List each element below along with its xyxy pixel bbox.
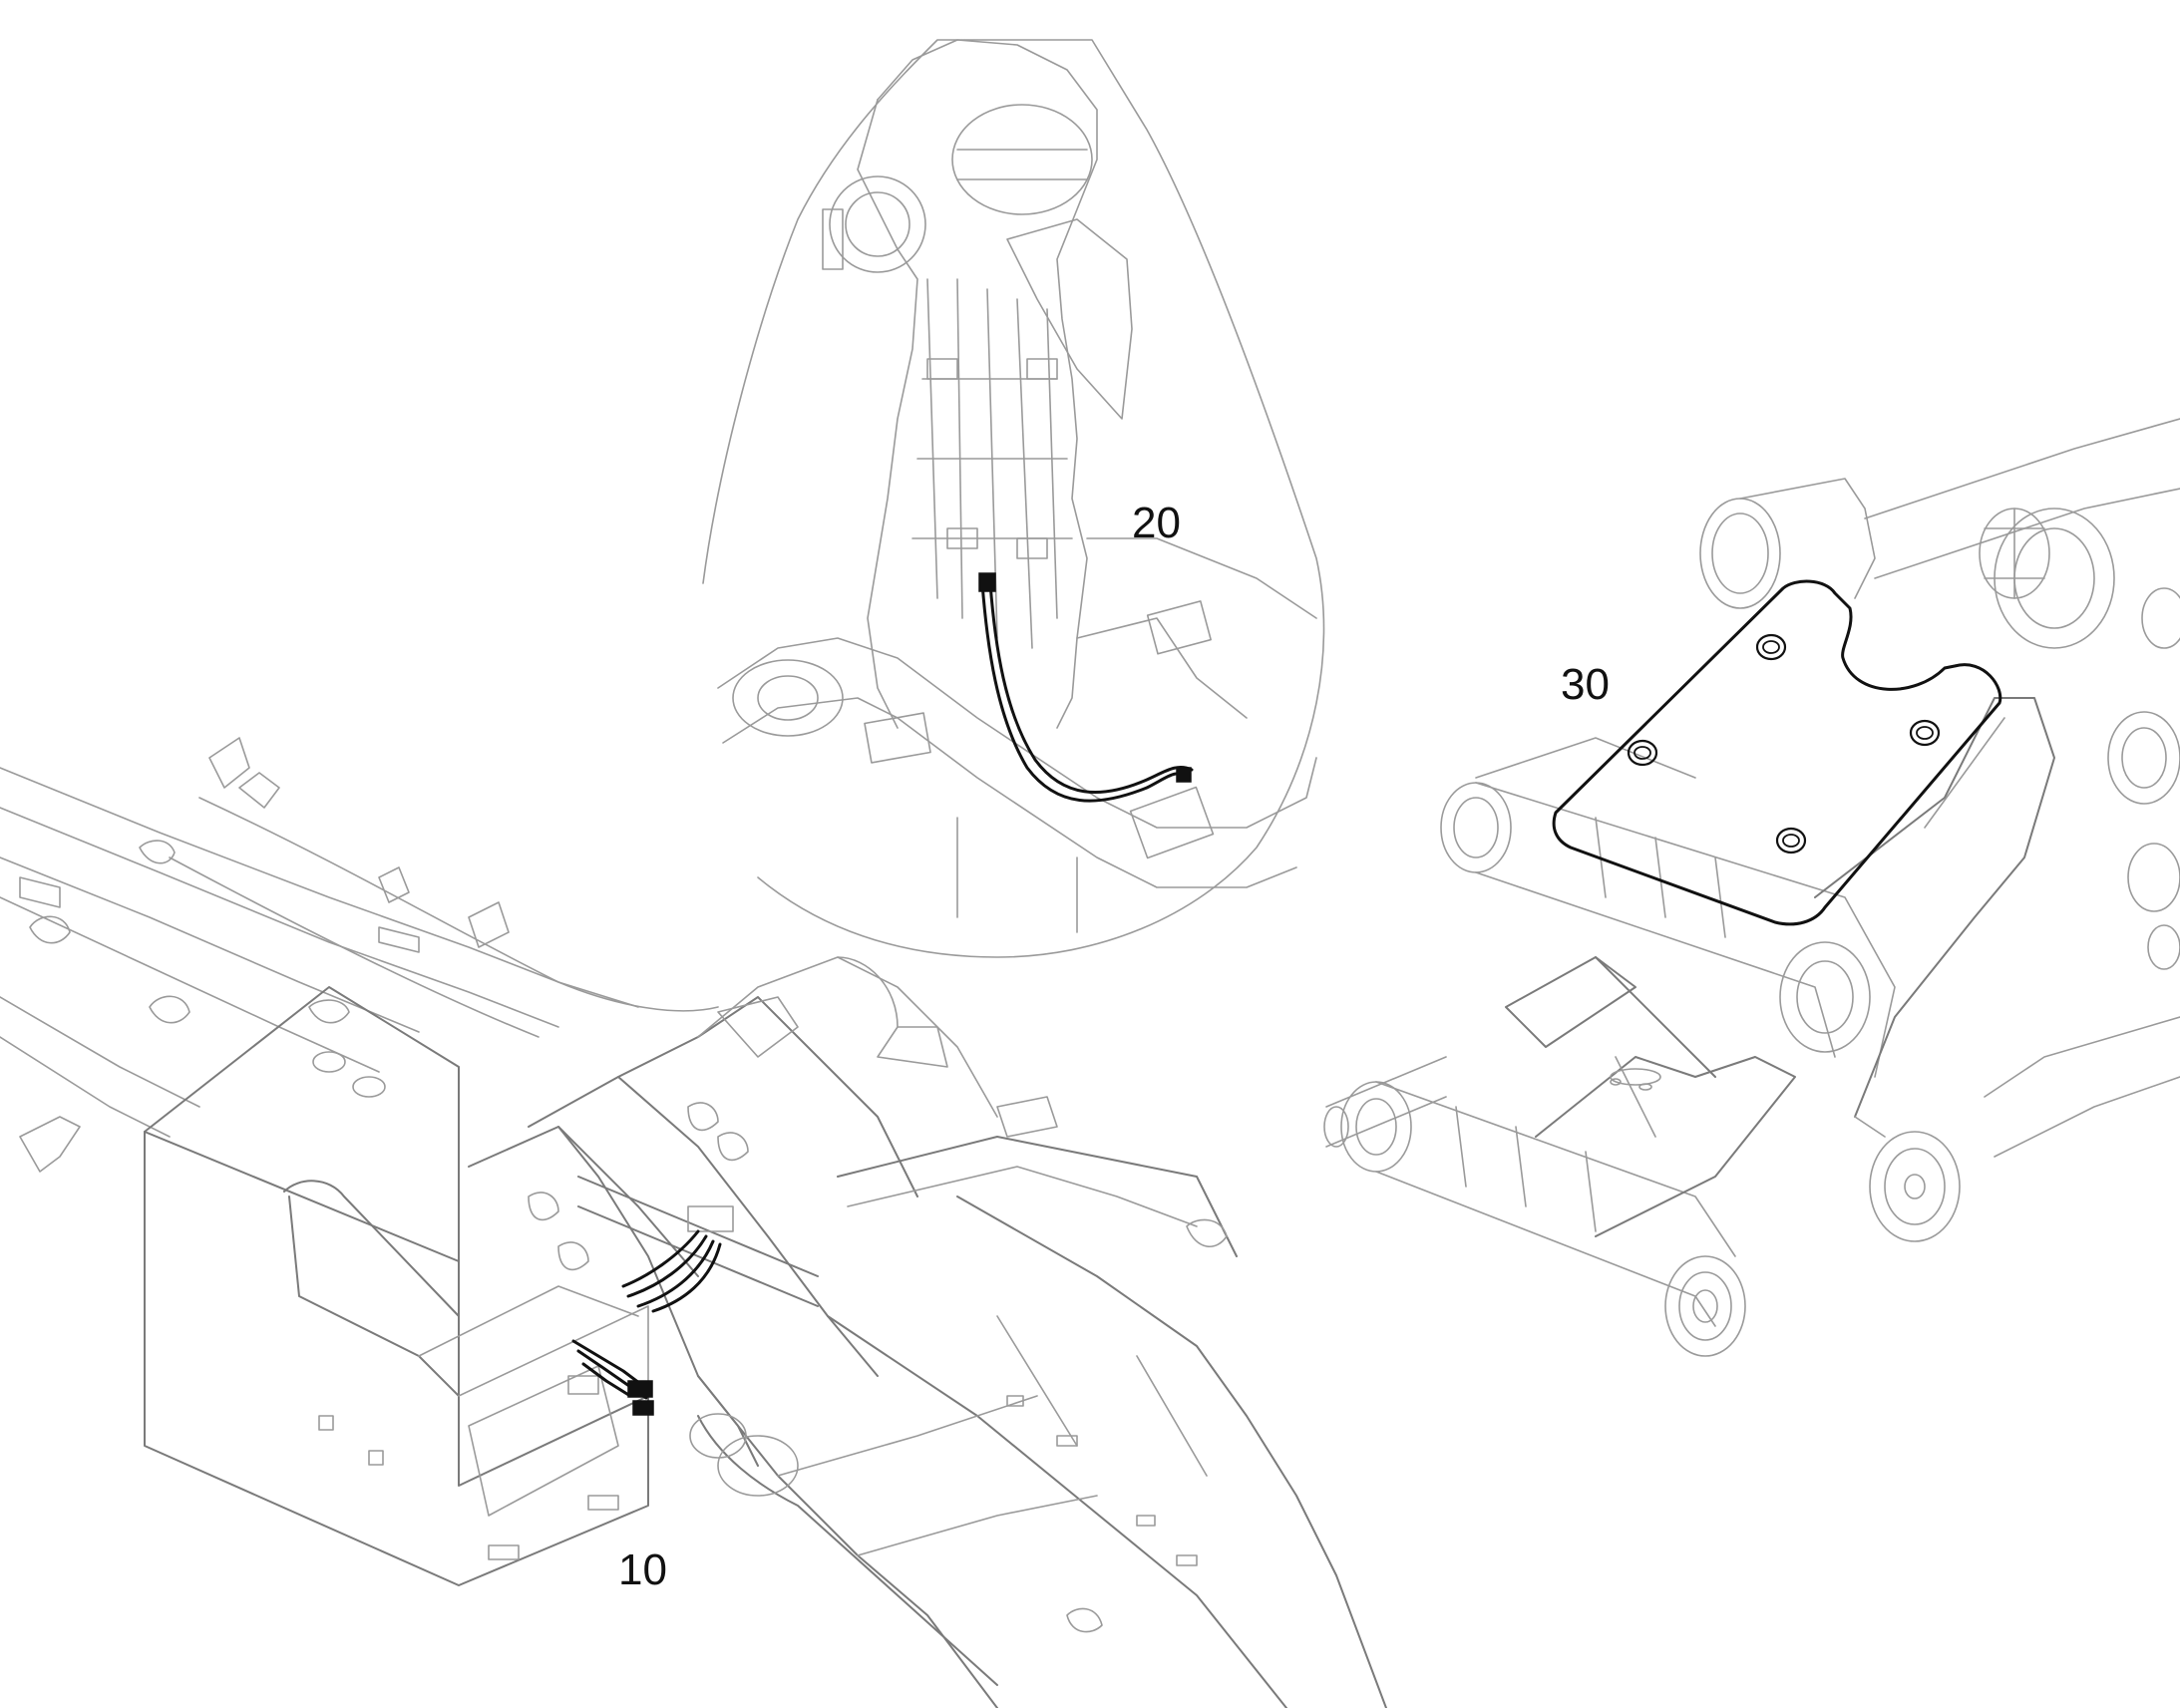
cover-bolts (1627, 633, 1941, 854)
callout-label-20: 20 (1132, 499, 1181, 547)
callout-label-30: 30 (1561, 660, 1610, 709)
roller-assembly-detail (1323, 418, 2180, 1357)
callout-label-10: 10 (618, 1545, 667, 1594)
boom-arm-detail (702, 39, 1325, 958)
frame-chassis-detail (0, 737, 1387, 1708)
